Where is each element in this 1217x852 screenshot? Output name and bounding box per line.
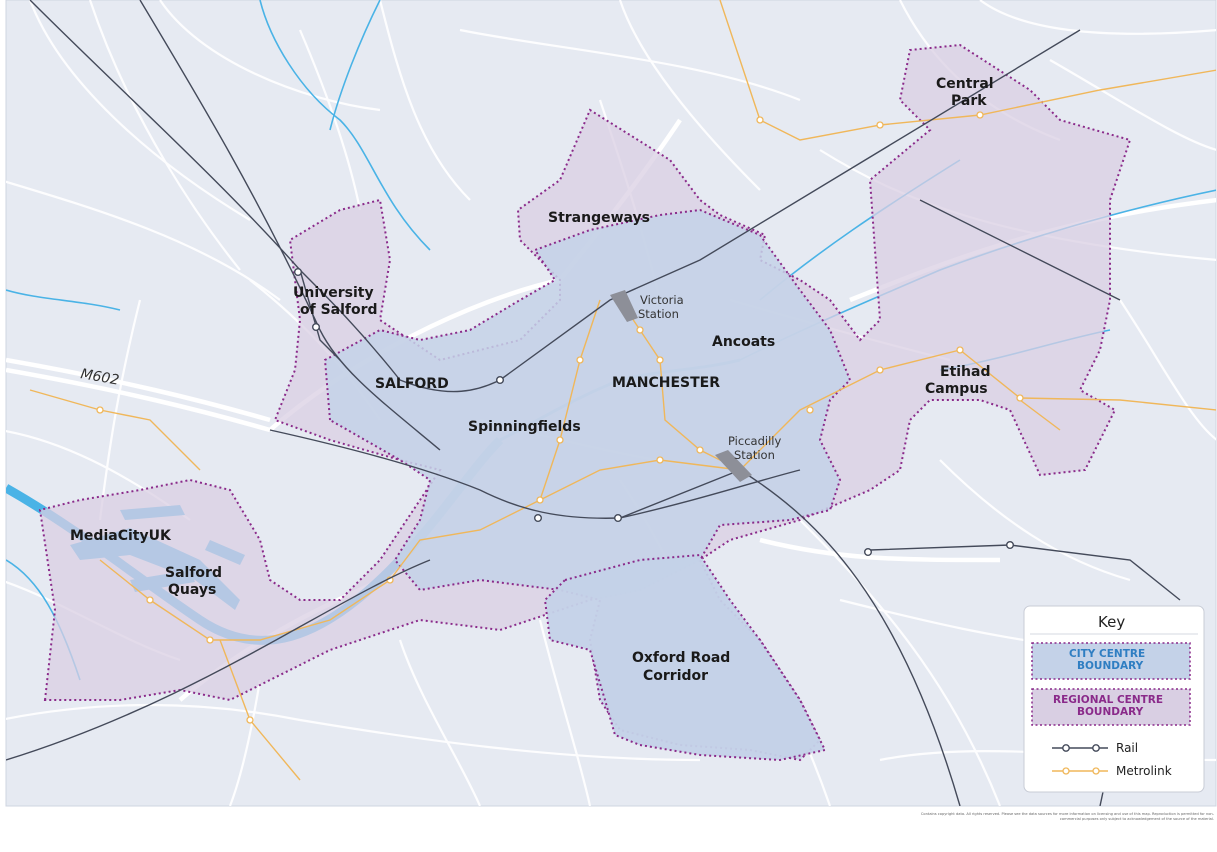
place-labels: Central Park Strangeways University of S…	[70, 76, 998, 684]
place-label-university-of-salford: University of Salford	[293, 285, 378, 318]
metrolink-stops	[96, 111, 1024, 724]
place-label-victoria-station: Victoria Station	[638, 293, 687, 321]
copyright-notice: Contains copyright data. All rights rese…	[920, 812, 1214, 821]
place-label-strangeways: Strangeways	[548, 210, 650, 226]
place-label-spinningfields: Spinningfields	[468, 419, 581, 435]
place-label-mediacityuk: MediaCityUK	[70, 528, 172, 544]
key-label-rail: Rail	[1116, 741, 1138, 755]
map-key: Key CITY CENTRE BOUNDARY REGIONAL CENTRE…	[1023, 605, 1205, 793]
key-swatch-city-centre	[1031, 642, 1191, 680]
oxford-road-corridor-area	[543, 553, 827, 762]
key-rail-station-marker	[1062, 744, 1070, 752]
place-label-piccadilly-station: Piccadilly Station	[728, 434, 785, 462]
key-metrolink-stop-marker	[1062, 767, 1070, 775]
key-label-regional-centre: REGIONAL CENTRE BOUNDARY	[1053, 694, 1167, 718]
place-label-ancoats: Ancoats	[712, 334, 775, 350]
place-label-manchester: MANCHESTER	[612, 375, 720, 391]
road-label-m602: M602	[79, 366, 120, 389]
place-label-etihad-campus: Etihad Campus	[925, 364, 995, 397]
place-label-salford: SALFORD	[375, 376, 449, 392]
key-rail-station-marker	[1092, 744, 1100, 752]
metrolink-lines	[29, 0, 1216, 781]
key-label-city-centre: CITY CENTRE BOUNDARY	[1069, 648, 1149, 672]
place-label-central-park: Central Park	[936, 76, 998, 109]
key-metrolink-stop-marker	[1092, 767, 1100, 775]
place-label-salford-quays: Salford Quays	[165, 565, 227, 598]
rail-stations	[294, 268, 1015, 557]
key-swatch-regional-centre	[1031, 688, 1191, 726]
terminal-stations	[610, 290, 752, 482]
rail-lines	[6, 0, 1181, 806]
place-label-oxford-road-corridor: Oxford Road Corridor	[632, 650, 735, 684]
key-title: Key	[1098, 613, 1125, 631]
key-label-metrolink: Metrolink	[1116, 764, 1172, 778]
